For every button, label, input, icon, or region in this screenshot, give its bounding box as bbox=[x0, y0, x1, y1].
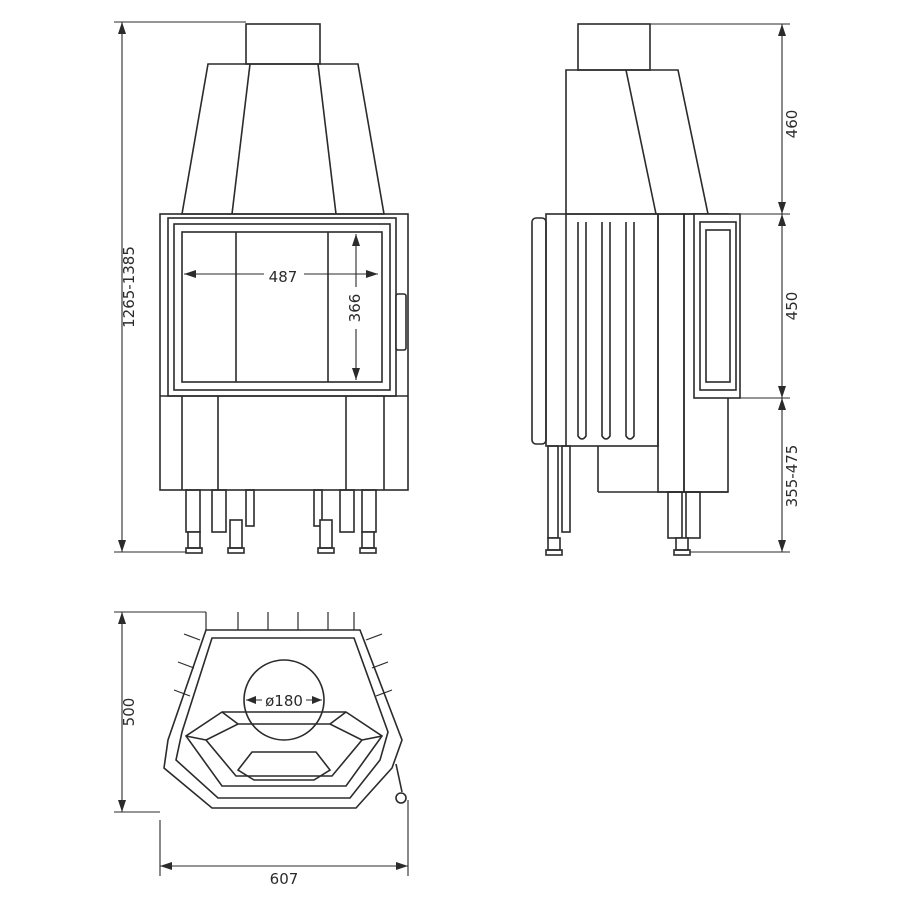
front-glass bbox=[181, 231, 383, 383]
front-view: 1265-1385 487 366 bbox=[114, 21, 409, 554]
top-flue-circle bbox=[243, 659, 325, 741]
base-height-label: 355-475 bbox=[783, 445, 801, 508]
top-firebox bbox=[184, 711, 384, 787]
door-height-label: 450 bbox=[783, 292, 801, 321]
top-handle bbox=[395, 792, 407, 804]
flue-diameter-label: ø180 bbox=[265, 692, 303, 710]
side-hood bbox=[565, 69, 709, 215]
top-width-label: 607 bbox=[270, 870, 299, 888]
glass-width-label: 487 bbox=[269, 268, 298, 286]
top-depth-label: 500 bbox=[120, 698, 138, 727]
side-flue-collar bbox=[577, 23, 651, 71]
front-flue-collar bbox=[245, 23, 321, 65]
front-hood bbox=[181, 63, 385, 215]
side-view: 460 450 355-475 bbox=[531, 23, 801, 556]
front-body bbox=[159, 213, 409, 491]
top-view: ø180 500 607 bbox=[114, 611, 409, 888]
hood-height-label: 460 bbox=[783, 110, 801, 139]
side-door bbox=[693, 213, 741, 399]
glass-height-label: 366 bbox=[346, 294, 364, 323]
front-door-handle bbox=[395, 293, 407, 351]
front-height-label: 1265-1385 bbox=[120, 246, 138, 328]
